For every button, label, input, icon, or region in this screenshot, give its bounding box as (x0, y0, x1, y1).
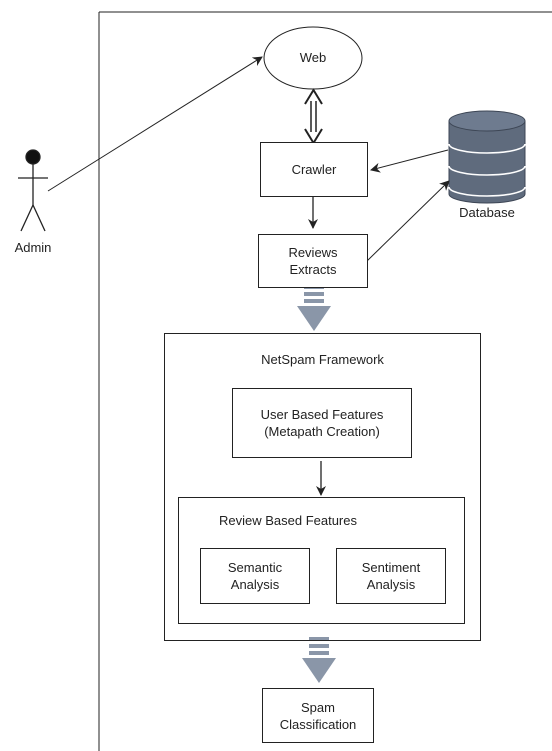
user-based-line2: (Metapath Creation) (264, 424, 380, 439)
reviews-extracts-box: Reviews Extracts (258, 234, 368, 288)
database-to-crawler-arrow (370, 149, 449, 173)
web-crawler-bidirectional-arrow (304, 88, 323, 145)
admin-to-web-arrow (47, 56, 263, 192)
crawler-box: Crawler (260, 142, 368, 197)
admin-actor-icon (18, 149, 48, 232)
spam-line1: Spam (301, 699, 335, 715)
user-based-features-box: User Based Features (Metapath Creation) (232, 388, 412, 458)
reviews-extracts-line2: Extracts (289, 262, 337, 277)
database-icon (448, 110, 526, 204)
user-based-line1: User Based Features (260, 407, 384, 422)
flow-arrow-to-framework (297, 285, 331, 331)
database-label: Database (459, 205, 515, 220)
flow-arrow-to-spam (302, 637, 336, 683)
review-based-features-container (178, 497, 465, 624)
framework-title: NetSpam Framework (261, 352, 384, 367)
web-label: Web (299, 50, 327, 65)
netspam-framework-container (164, 333, 481, 641)
sentiment-line2: Analysis (366, 577, 416, 592)
semantic-line1: Semantic (227, 560, 283, 575)
extracts-to-database-arrow (366, 180, 450, 262)
spam-line2: Classification (279, 716, 357, 732)
spam-classification-box: Spam Classification (262, 688, 374, 743)
semantic-line2: Analysis (230, 577, 280, 592)
sentiment-line1: Sentiment (361, 560, 421, 575)
review-based-title: Review Based Features (218, 513, 357, 528)
admin-label: Admin (14, 240, 52, 255)
crawler-label: Crawler (291, 162, 337, 177)
semantic-analysis-box: Semantic Analysis (200, 548, 310, 604)
sentiment-analysis-box: Sentiment Analysis (336, 548, 446, 604)
reviews-extracts-line1: Reviews (288, 245, 338, 260)
